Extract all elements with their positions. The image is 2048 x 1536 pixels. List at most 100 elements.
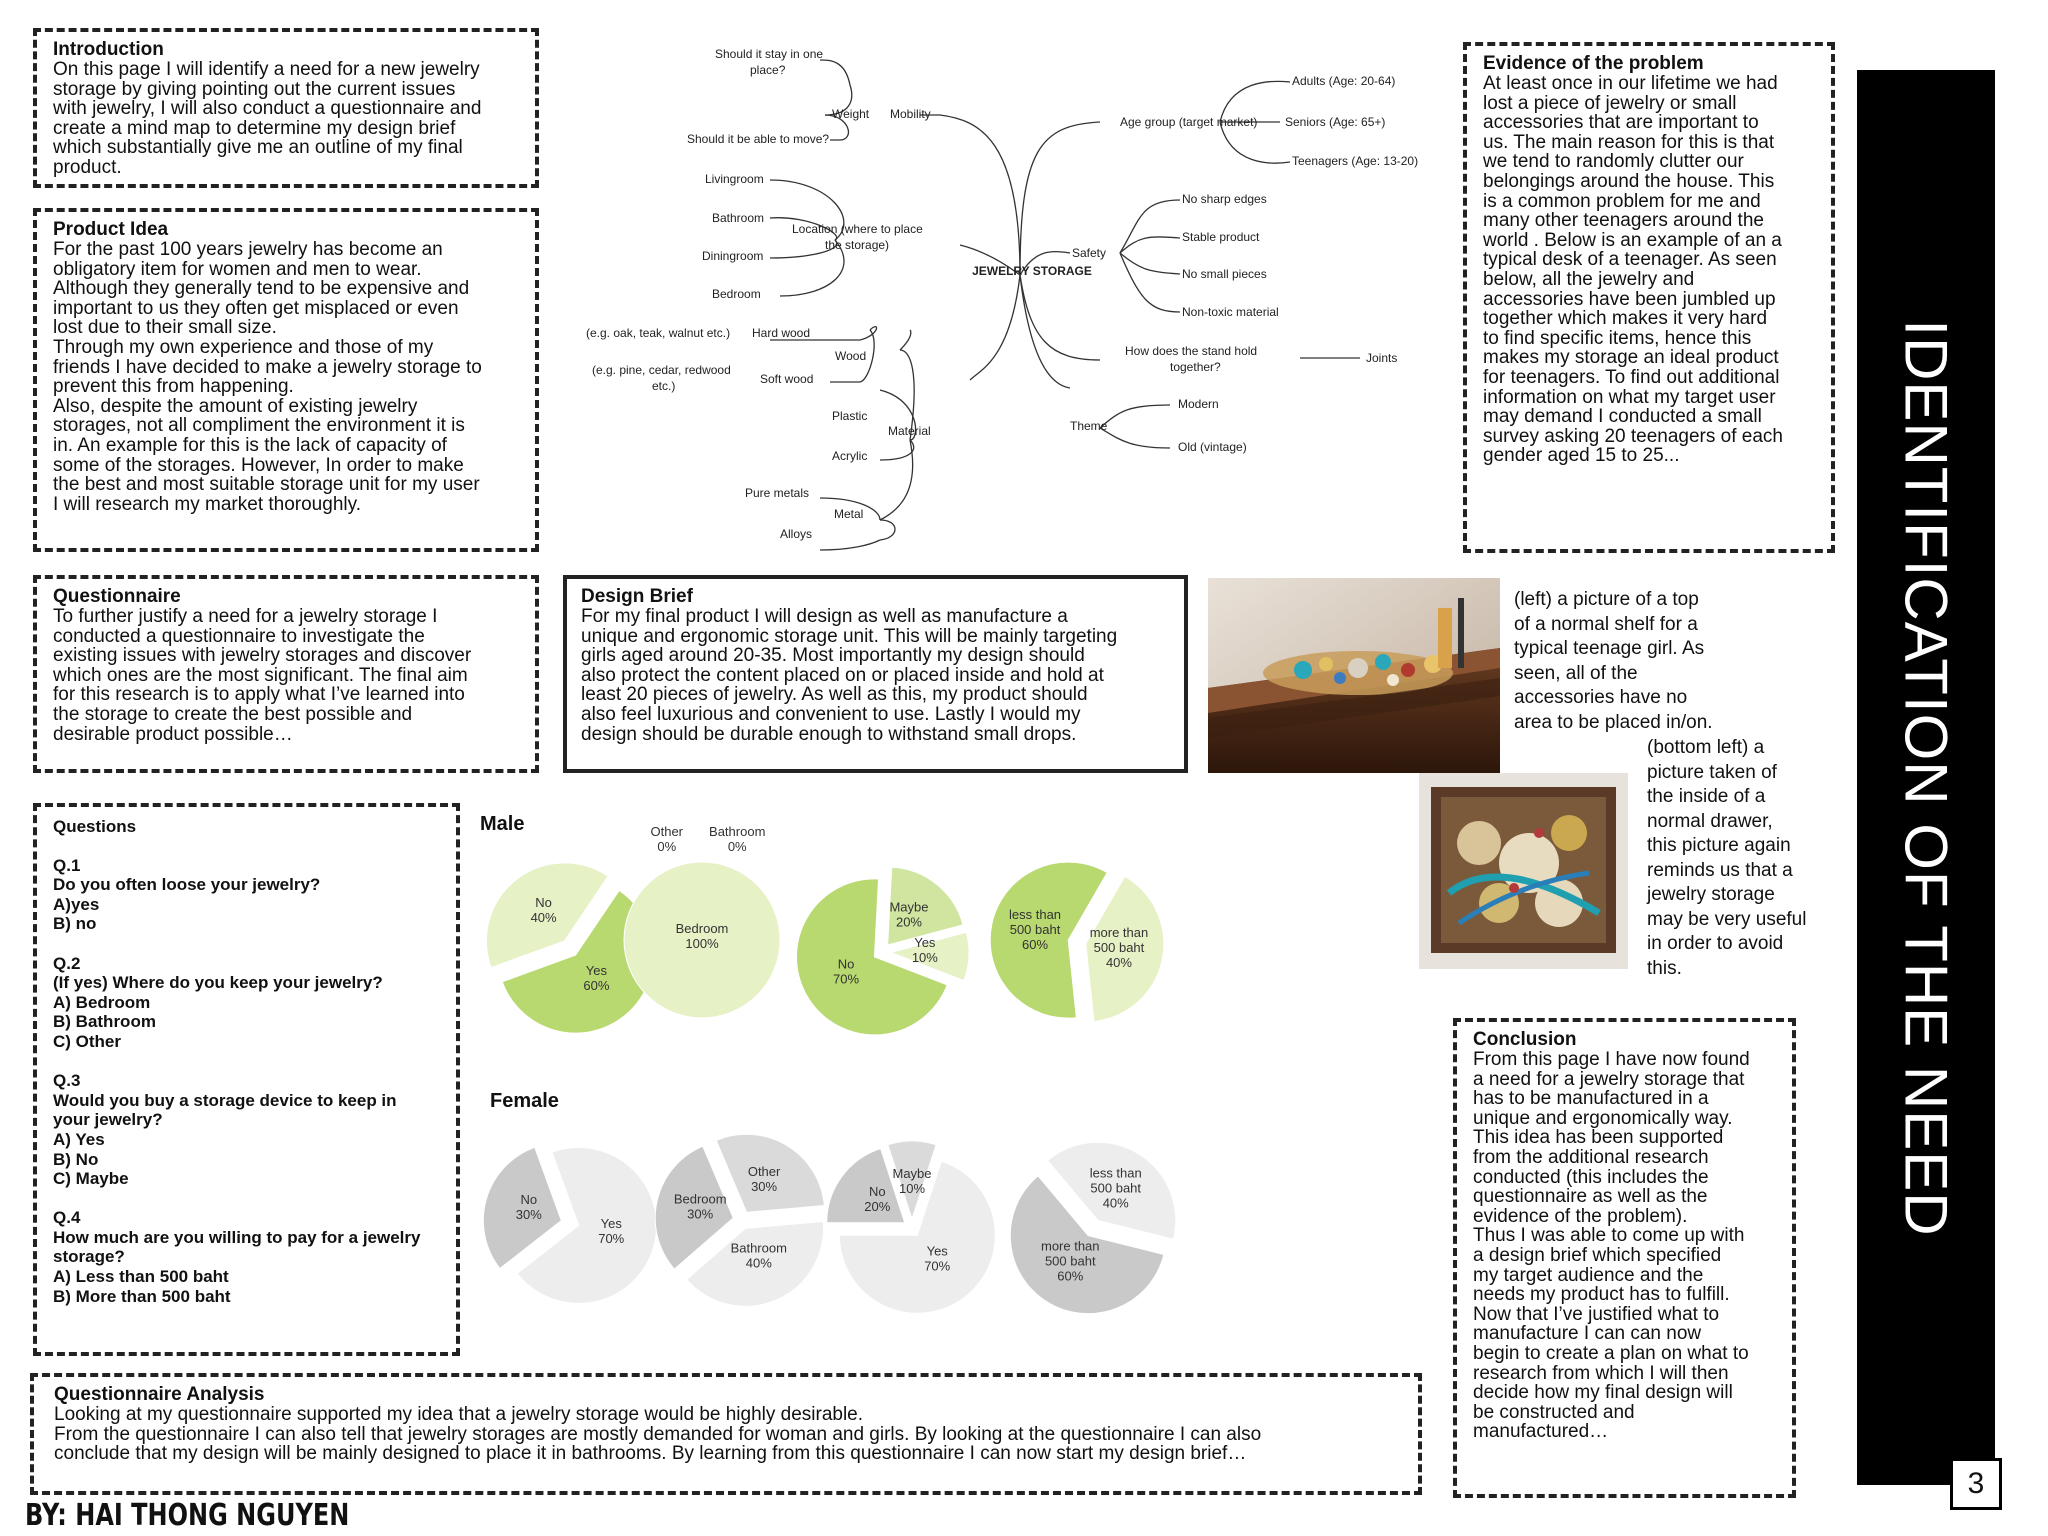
evidence-title: Evidence of the problem [1483,53,1704,74]
mm-softwood: Soft wood [760,372,813,386]
mm-wood: Wood [835,349,866,363]
pie-slice-female-q4-more-than-500-baht [1009,1175,1165,1315]
conclusion-title: Conclusion [1473,1029,1577,1050]
mm-metal: Metal [834,507,863,521]
pie-slice-female-q3-maybe [887,1140,937,1221]
design-brief-box: Design Brief For my final product I will… [563,575,1188,773]
mm-diningroom: Diningroom [702,249,763,263]
mm-age-group: Age group (target market) [1120,115,1257,129]
pie-slice-male-q4-less-than-500-baht [989,861,1108,1019]
shelf-photo-image [1208,578,1500,773]
pie-slice-male-q1-no [485,862,609,969]
mm-no-small-pieces: No small pieces [1182,267,1267,281]
design-brief-title: Design Brief [581,586,693,607]
mm-hardwood-examples: (e.g. oak, teak, walnut etc.) [586,326,730,340]
questions-title: Questions [53,817,137,836]
pie-slice-female-q2-other [715,1133,825,1213]
design-brief-body: For my final product I will design as we… [581,606,1118,745]
mm-safety: Safety [1072,246,1106,260]
mm-weight: Weight [832,107,870,121]
questionnaire-analysis-body: Looking at my questionnaire supported my… [54,1404,1262,1465]
pie-slice-female-q2-bathroom [685,1220,825,1307]
mm-adults: Adults (Age: 20-64) [1292,74,1395,88]
questions-list: Q.1 Do you often loose your jewelry? A)y… [53,855,421,1306]
pie-slice-male-q2-bedroom [623,861,781,1019]
male-label: Male [480,813,525,835]
mm-mobility: Mobility [890,107,931,121]
page-title: IDENTIFICATION OF THE NEED [1892,318,1960,1237]
mm-hardwood: Hard wood [752,326,810,340]
questionnaire-title: Questionnaire [53,586,181,607]
mm-bathroom: Bathroom [712,211,764,225]
mm-acrylic: Acrylic [832,449,867,463]
mm-modern: Modern [1178,397,1219,411]
mm-stable-product: Stable product [1182,230,1260,244]
mm-seniors: Seniors (Age: 65+) [1285,115,1385,129]
questions-box: Questions Q.1 Do you often loose your je… [33,803,460,1356]
author-byline: BY: HAI THONG NGUYEN [25,1498,350,1533]
pie-slice-female-q1-no [482,1146,562,1270]
product-idea-body: For the past 100 years jewelry has becom… [53,239,482,515]
introduction-box: Introduction On this page I will identif… [33,28,539,188]
evidence-box: Evidence of the problem At least once in… [1463,42,1835,553]
pie-slice-male-q3-yes [889,931,970,982]
mm-old-vintage: Old (vintage) [1178,440,1247,454]
shelf-photo-caption: (left) a picture of a top of a normal sh… [1514,589,1713,733]
conclusion-body: From this page I have now found a need f… [1473,1049,1750,1443]
questionnaire-analysis-box: Questionnaire Analysis Looking at my que… [30,1373,1422,1495]
mm-teenagers: Teenagers (Age: 13-20) [1292,154,1418,168]
mm-plastic: Plastic [832,409,867,423]
mm-non-toxic: Non-toxic material [1182,305,1279,319]
mm-no-sharp-edges: No sharp edges [1182,192,1267,206]
pie-slice-female-q3-yes [838,1160,996,1314]
mm-joints: Joints [1366,351,1397,365]
pie-slice-male-q3-maybe [887,866,964,946]
introduction-body: On this page I will identify a need for … [53,59,482,178]
pie-slice-male-q3-no [795,878,948,1036]
mm-alloys: Alloys [780,527,812,541]
evidence-body: At least once in our lifetime we had los… [1483,73,1783,467]
pie-slice-male-q4-more-than-500-baht [1085,875,1165,1022]
mm-pure-metals: Pure metals [745,486,809,500]
drawer-photo [1419,773,1628,969]
mm-livingroom: Livingroom [705,172,764,186]
pie-slice-female-q3-no [826,1147,906,1224]
product-idea-box: Product Idea For the past 100 years jewe… [33,208,539,552]
mm-move: Should it be able to move? [687,132,829,146]
questionnaire-box: Questionnaire To further justify a need … [33,575,539,773]
shelf-photo [1208,578,1500,773]
drawer-photo-image [1419,773,1628,969]
pie-slice-female-q2-bedroom [654,1145,734,1270]
page-number: 3 [1950,1458,2002,1510]
mm-theme: Theme [1070,419,1108,433]
conclusion-box: Conclusion From this page I have now fou… [1453,1018,1796,1498]
pie-slice-female-q1-yes [516,1147,658,1304]
product-idea-title: Product Idea [53,219,169,240]
